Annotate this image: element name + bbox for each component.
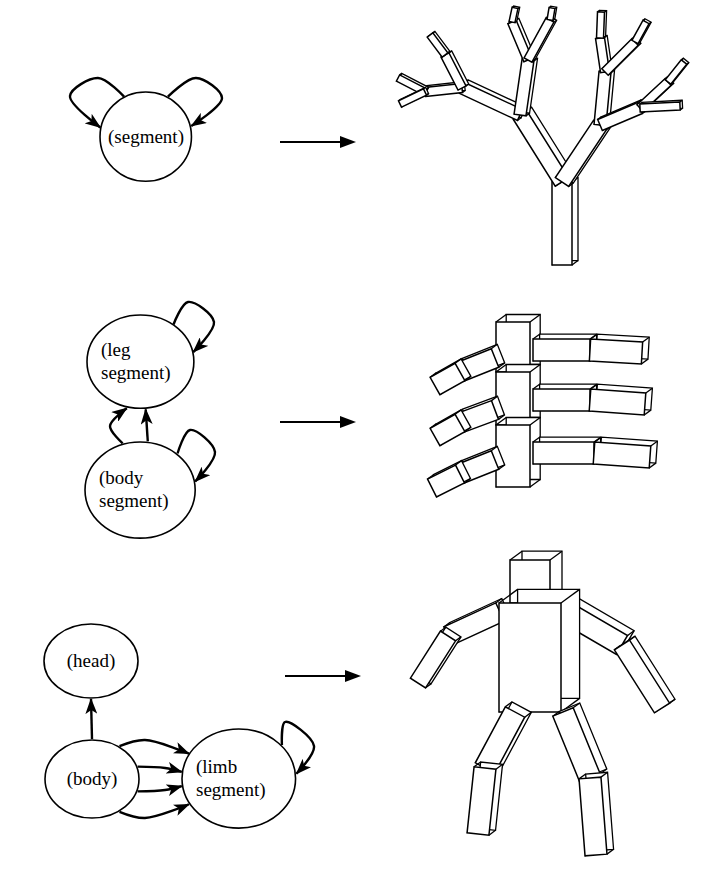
node-label: (body): [67, 768, 118, 791]
graph-node: (limb segment): [181, 728, 297, 829]
box-segment: [398, 87, 428, 107]
box-segment: [547, 6, 557, 20]
box-segment: [579, 772, 614, 856]
arrow-connector: [120, 740, 189, 754]
graph-node: (body): [44, 739, 140, 819]
box-segment: [665, 58, 689, 84]
graph-node: (leg segment): [86, 314, 195, 409]
node-label: (head): [67, 650, 116, 673]
box-segment: [533, 384, 597, 411]
box-segment: [514, 56, 537, 115]
graph-node: (body segment): [84, 441, 196, 539]
arrow-connector: [110, 408, 127, 443]
box-segment: [640, 100, 683, 112]
box-segment: [427, 31, 450, 57]
box-segment: [589, 384, 652, 415]
box-segment: [509, 6, 520, 23]
box-segment: [499, 589, 580, 712]
box-segment: [632, 19, 651, 44]
box-segment: [441, 51, 469, 90]
arrow-connector: [91, 699, 92, 739]
arrow-connector: [138, 767, 182, 772]
box-segment: [430, 410, 471, 446]
box-segment: [533, 334, 597, 361]
box-segment: [553, 703, 607, 782]
box-figure: [396, 6, 688, 856]
box-segment: [524, 16, 557, 62]
box-segment: [589, 334, 649, 364]
graph-node: (head): [43, 623, 139, 699]
box-segment: [614, 636, 675, 713]
box-segment: [597, 10, 607, 38]
node-label: (body segment): [99, 467, 181, 513]
box-segment: [430, 359, 471, 395]
arrow-connector: [146, 409, 148, 441]
box-segment: [593, 437, 657, 468]
arrow-connector: [120, 804, 189, 818]
node-label: (segment): [108, 126, 184, 149]
graph-node: (segment): [99, 91, 192, 182]
box-segment: [467, 762, 502, 835]
box-segment: [533, 437, 601, 464]
node-label: (limb segment): [196, 756, 282, 802]
box-segment: [552, 178, 578, 265]
box-segment: [410, 627, 461, 688]
node-label: (leg segment): [101, 339, 179, 385]
process-arrow: [280, 136, 361, 682]
arrow-connector: [138, 786, 182, 791]
box-segment: [428, 461, 471, 497]
